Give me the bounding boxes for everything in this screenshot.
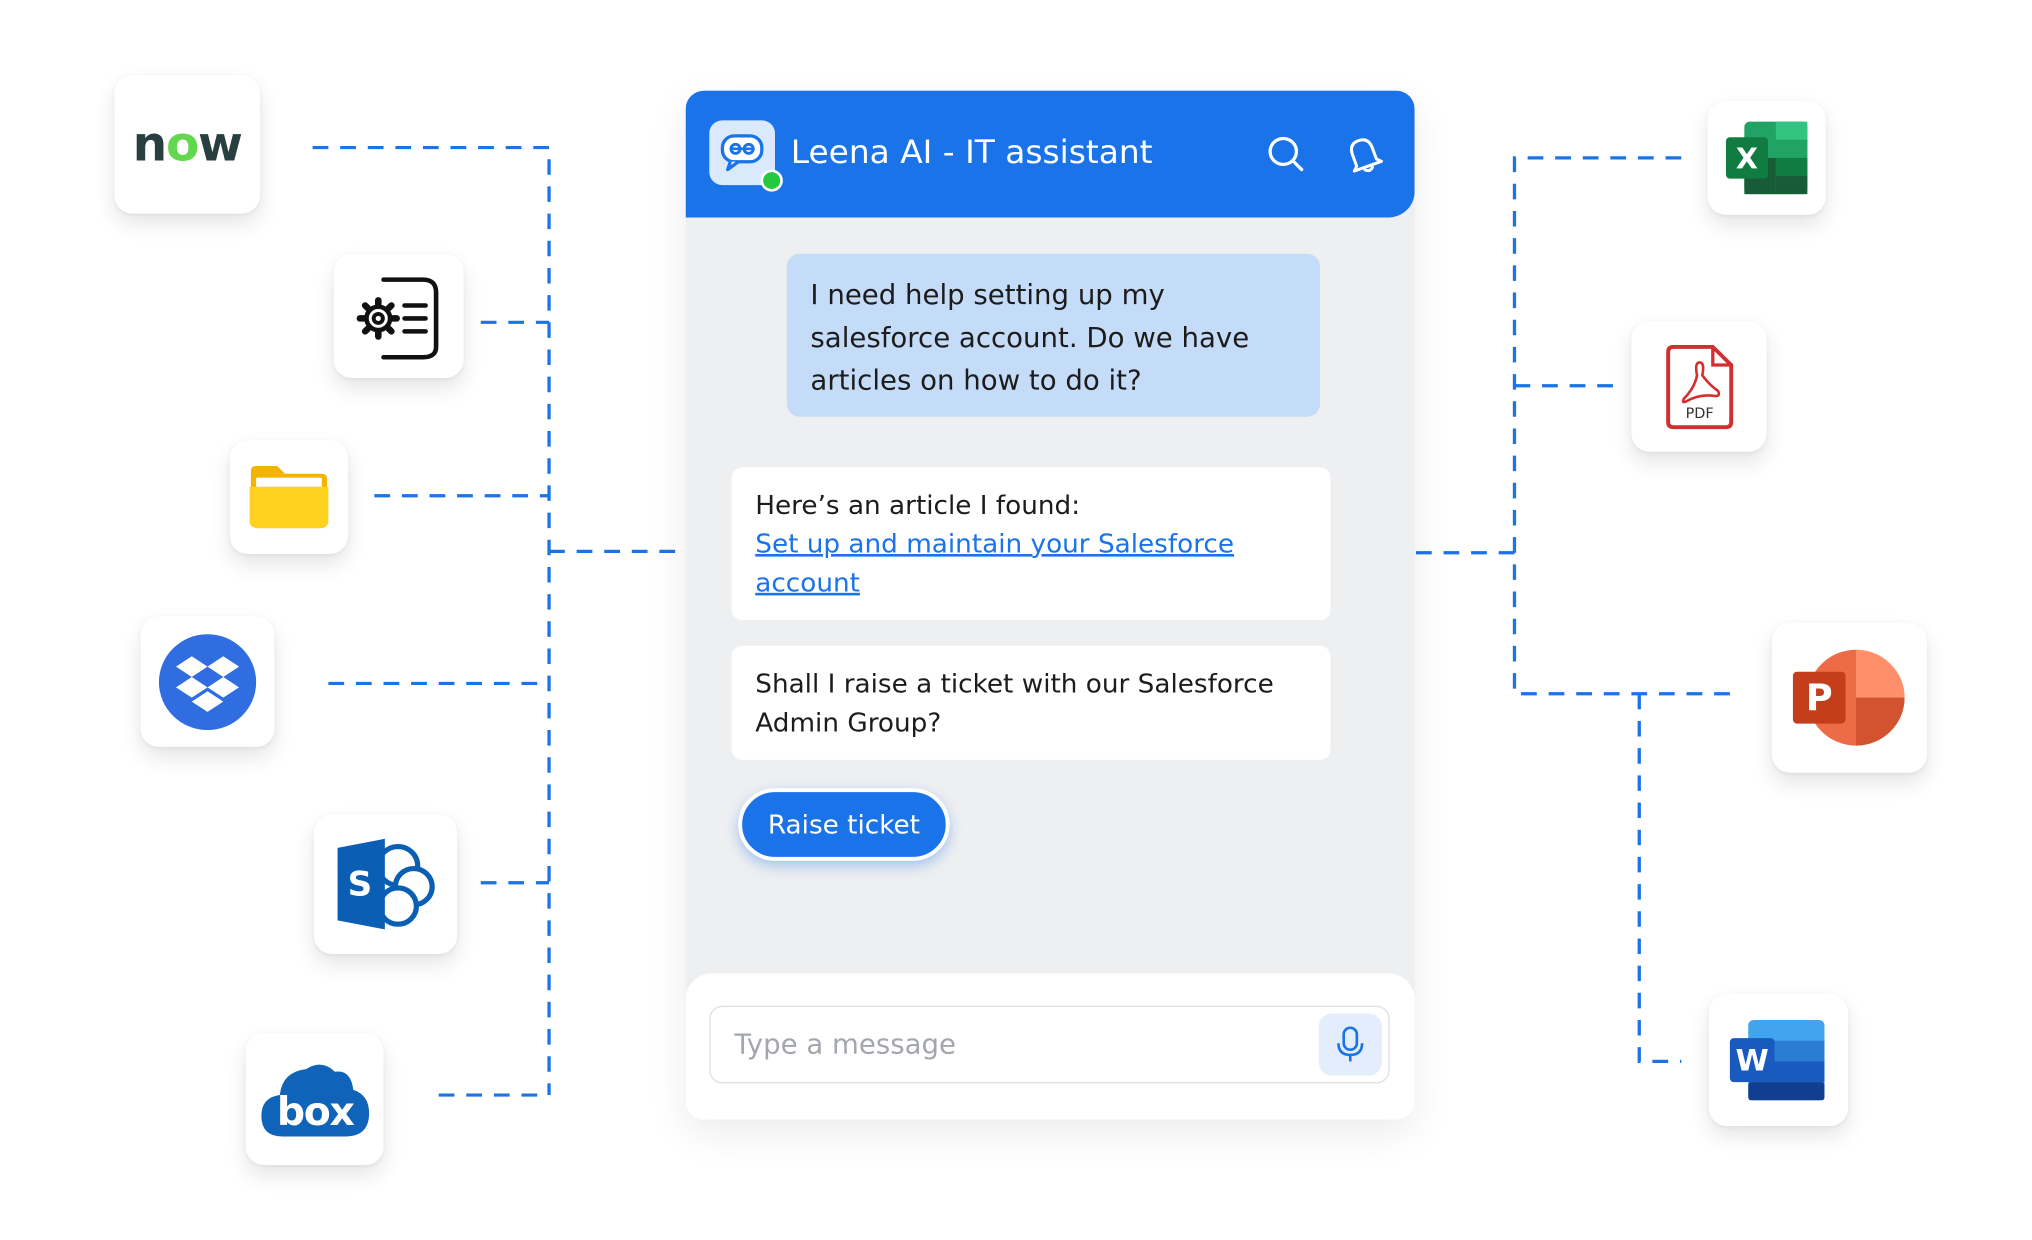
bot-avatar [709, 120, 775, 186]
servicenow-tile: now [114, 75, 261, 214]
user-message-bubble: I need help setting up my salesforce acc… [786, 253, 1321, 417]
excel-icon: X [1725, 121, 1808, 195]
bot-message-intro: Here’s an article I found: [755, 489, 1081, 521]
microphone-icon [1337, 1026, 1364, 1062]
search-button[interactable] [1266, 135, 1305, 174]
chat-header: Leena AI - IT assistant [685, 90, 1415, 218]
folder-tile [229, 440, 349, 555]
raise-ticket-button[interactable]: Raise ticket [738, 788, 950, 861]
word-tile: W [1708, 994, 1849, 1127]
servicenow-logo: now [132, 116, 243, 173]
gear-document-icon [355, 277, 438, 360]
chat-window: Leena AI - IT assistant I need help sett… [685, 90, 1415, 1120]
dropbox-icon [158, 633, 257, 730]
word-icon: W [1729, 1019, 1825, 1101]
pdf-tile: PDF [1631, 321, 1767, 452]
bot-message-ticket-prompt: Shall I raise a ticket with our Salesfor… [731, 645, 1331, 760]
chat-bot-icon [720, 134, 764, 172]
bell-icon [1349, 138, 1383, 173]
powerpoint-icon: P [1792, 649, 1905, 746]
article-link[interactable]: Set up and maintain your Salesforce acco… [755, 528, 1235, 599]
sharepoint-tile: S [313, 814, 458, 954]
excel-tile: X [1707, 100, 1826, 215]
settings-document-tile [333, 253, 464, 378]
bot-message-article: Here’s an article I found: Set up and ma… [731, 467, 1331, 621]
svg-text:X: X [1736, 141, 1758, 175]
search-icon [1268, 136, 1304, 172]
box-tile: box [245, 1032, 384, 1165]
chat-title: Leena AI - IT assistant [790, 133, 1153, 171]
sharepoint-icon: S [336, 838, 435, 930]
svg-text:PDF: PDF [1685, 406, 1713, 422]
online-status-indicator [760, 169, 783, 192]
svg-text:S: S [347, 865, 372, 904]
svg-text:P: P [1806, 677, 1833, 720]
notification-button[interactable] [1342, 132, 1384, 176]
microphone-button[interactable] [1318, 1013, 1382, 1076]
dropbox-tile [140, 616, 275, 747]
box-icon: box [260, 1064, 369, 1137]
folder-icon [249, 465, 329, 529]
powerpoint-tile: P [1771, 622, 1927, 773]
svg-text:box: box [276, 1090, 354, 1135]
pdf-icon: PDF [1665, 344, 1733, 429]
message-composer [685, 973, 1415, 1120]
svg-text:W: W [1736, 1044, 1769, 1079]
message-input[interactable] [709, 1005, 1390, 1084]
